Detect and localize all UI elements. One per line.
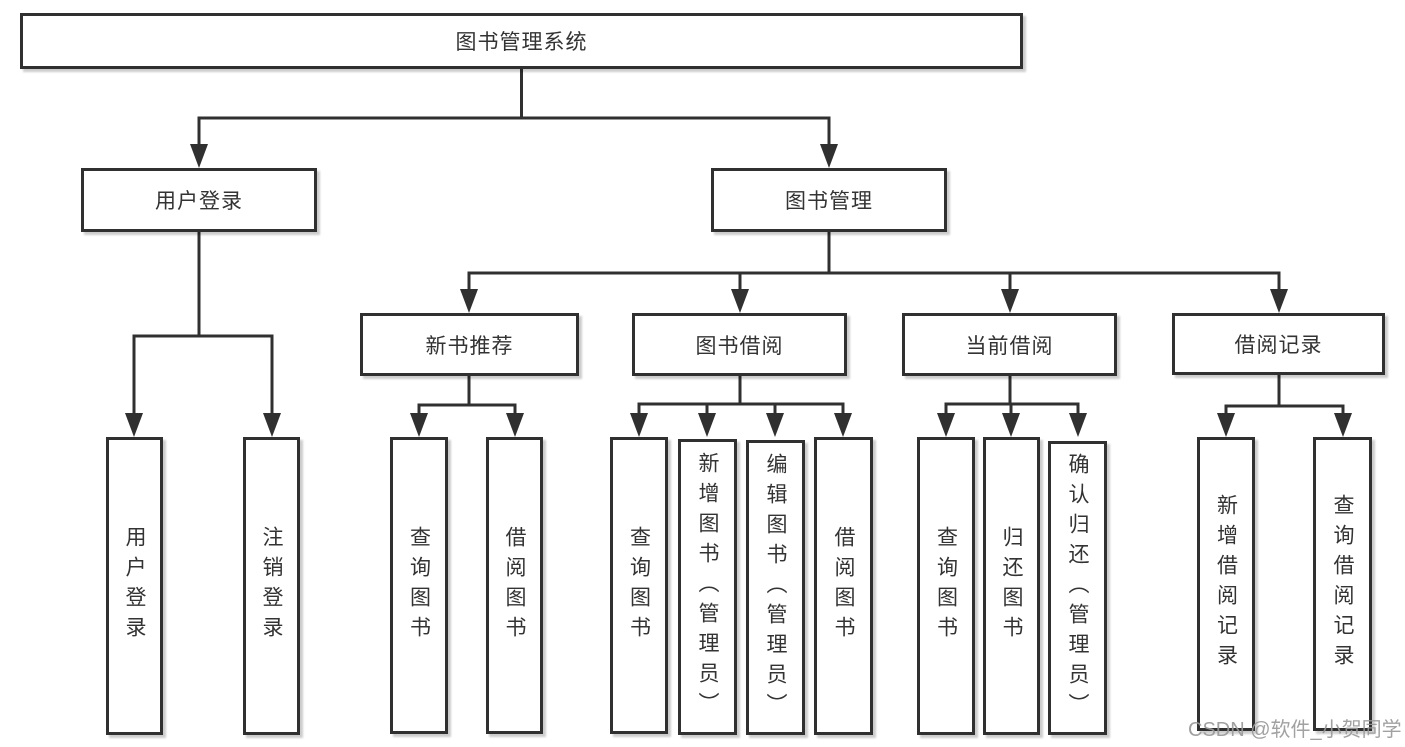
arrow-down-icon	[731, 289, 749, 313]
leaf-records-add-record: 新增借阅记录	[1197, 437, 1255, 731]
leaf-recommend-borrow-books: 借阅图书	[486, 437, 543, 734]
arrow-down-icon	[834, 413, 852, 437]
arrow-down-icon	[1217, 413, 1235, 437]
arrow-down-icon	[1069, 413, 1087, 437]
leaf-borrow-borrow-books: 借阅图书	[814, 437, 873, 735]
arrow-down-icon	[460, 289, 478, 313]
arrow-down-icon	[820, 144, 838, 168]
leaf-user-login: 用户登录	[106, 437, 163, 735]
leaf-current-confirm-return-admin: 确认归还（管理员）	[1048, 441, 1107, 735]
node-book-management: 图书管理	[711, 168, 947, 232]
arrow-down-icon	[937, 413, 955, 437]
leaf-borrow-add-books-admin: 新增图书（管理员）	[678, 439, 737, 735]
csdn-watermark: CSDN @软件_小贺同学	[1188, 719, 1402, 741]
node-current-borrow: 当前借阅	[902, 313, 1117, 376]
arrow-down-icon	[766, 413, 784, 437]
leaf-records-query-record: 查询借阅记录	[1313, 437, 1372, 731]
leaf-label: 借阅图书	[832, 526, 855, 646]
leaf-label: 查询图书	[407, 525, 431, 646]
leaf-label: 编辑图书（管理员）	[764, 452, 787, 723]
leaf-borrow-query-books: 查询图书	[610, 437, 668, 734]
arrow-down-icon	[1002, 413, 1020, 437]
node-new-book-recommend: 新书推荐	[360, 313, 579, 376]
leaf-label: 借阅图书	[503, 525, 526, 646]
leaf-current-query-books: 查询图书	[917, 437, 975, 735]
arrow-down-icon	[506, 413, 524, 437]
node-borrow-records: 借阅记录	[1172, 313, 1385, 375]
node-book-borrow: 图书借阅	[632, 313, 847, 376]
arrow-down-icon	[125, 413, 143, 437]
leaf-label: 注销登录	[260, 526, 283, 646]
leaf-label: 查询借阅记录	[1331, 494, 1354, 674]
arrow-down-icon	[190, 144, 208, 168]
arrow-down-icon	[410, 413, 428, 437]
arrow-down-icon	[698, 413, 716, 437]
leaf-label: 查询图书	[627, 525, 651, 646]
arrow-down-icon	[630, 413, 648, 437]
leaf-recommend-query-books: 查询图书	[390, 437, 448, 734]
leaf-label: 新增借阅记录	[1214, 494, 1238, 674]
arrow-down-icon	[1001, 289, 1019, 313]
node-user-login: 用户登录	[81, 168, 317, 232]
leaf-label: 归还图书	[1000, 526, 1023, 646]
arrow-down-icon	[263, 413, 281, 437]
leaf-label: 用户登录	[123, 526, 146, 646]
leaf-borrow-edit-books-admin: 编辑图书（管理员）	[746, 440, 805, 735]
arrow-down-icon	[1270, 289, 1288, 313]
leaf-label: 查询图书	[934, 526, 958, 646]
arrow-down-icon	[1334, 413, 1352, 437]
leaf-logout: 注销登录	[243, 437, 300, 735]
leaf-label: 新增图书（管理员）	[696, 452, 719, 722]
leaf-label: 确认归还（管理员）	[1066, 453, 1089, 723]
node-library-management-system: 图书管理系统	[20, 13, 1023, 69]
leaf-current-return-books: 归还图书	[983, 437, 1040, 735]
